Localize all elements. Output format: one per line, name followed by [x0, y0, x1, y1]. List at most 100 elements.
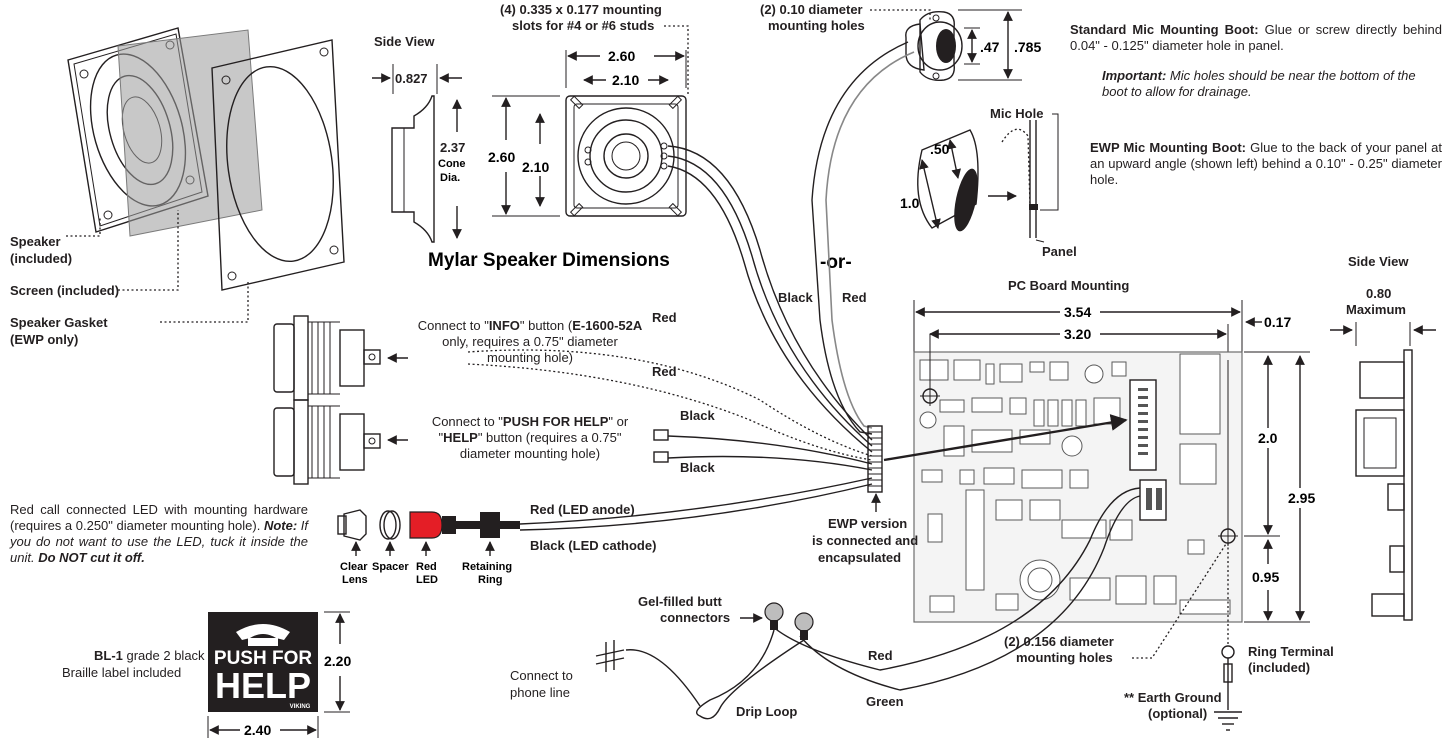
help-button-name-1: PUSH FOR HELP [502, 414, 609, 429]
gel-label-1: Gel-filled butt [638, 594, 722, 609]
pcb-holes-label-2: mounting holes [1016, 650, 1113, 665]
pcb-title: PC Board Mounting [1008, 278, 1129, 293]
led-note-caps: Do NOT cut it off. [38, 550, 145, 565]
dim-210-left: 2.10 [522, 159, 549, 175]
important-note: Important: Mic holes should be near the … [1102, 68, 1422, 100]
screen-label: Screen (included) [10, 283, 119, 298]
ring-label: Ring [478, 574, 502, 586]
ring-terminal-label-2: (included) [1248, 660, 1310, 675]
max-080: 0.80 [1366, 286, 1391, 301]
info-button-drawing [273, 315, 408, 401]
help-wire-black-1: Black [680, 408, 715, 423]
drip-loop-label: Drip Loop [736, 704, 797, 719]
speaker-front-view: (4) 0.335 x 0.177 mounting slots for #4 … [428, 2, 689, 271]
ewp-boot-title: EWP Mic Mounting Boot: [1090, 140, 1246, 155]
bl1-model: BL-1 [94, 648, 123, 663]
ewp-label-3: encapsulated [818, 550, 901, 565]
dim-354: 3.54 [1064, 304, 1091, 320]
ewp-boot-text: Glue to the back of your panel at an upw… [1090, 140, 1442, 187]
info-mid: " button ( [519, 318, 573, 333]
dim-295: 2.95 [1288, 490, 1315, 506]
dim-017: 0.17 [1264, 314, 1291, 330]
panel-label: Panel [1042, 244, 1077, 259]
speaker-side-view-title: Side View [374, 34, 435, 49]
label-brand-text: VIKING [290, 704, 311, 710]
dim-210-top: 2.10 [612, 72, 639, 88]
phone-wire-green: Green [866, 694, 904, 709]
help-post: " button (requires a 0.75" diameter moun… [459, 430, 622, 461]
label-help-text: HELP [215, 665, 311, 706]
earth-ground-label-2: (optional) [1148, 706, 1207, 721]
bl1-rest: grade 2 black [123, 648, 205, 663]
speaker-screen-drawing [117, 29, 263, 237]
lens-label: Lens [342, 574, 368, 586]
help-mid: " or " [438, 414, 629, 445]
dim-10: 1.0 [900, 195, 920, 211]
led-note: Red call connected LED with mounting har… [10, 502, 308, 566]
dim-0827: 0.827 [395, 71, 428, 86]
ewp-boot-note: EWP Mic Mounting Boot: Glue to the back … [1090, 140, 1442, 188]
speaker-side-view: Side View 0.827 2.37 Cone Dia. [372, 34, 466, 243]
phone-label-2: phone line [510, 685, 570, 700]
dim-240: 2.40 [244, 722, 271, 738]
bl1-line-2: Braille label included [62, 665, 181, 680]
dia-label: Dia. [440, 172, 460, 184]
dim-095: 0.95 [1252, 569, 1279, 585]
wiring: Black Red Red Red Black Black Red (LED a… [467, 41, 1141, 709]
spacer-label: Spacer [372, 561, 409, 573]
led-assembly-drawing: Clear Lens Spacer Red LED Retaining Ring [337, 509, 520, 586]
std-boot-text: Glue or screw directly behind 0.04" - 0.… [1070, 22, 1442, 53]
speaker-gasket-drawing [211, 39, 345, 291]
info-model: E-1600-52A [572, 318, 643, 333]
led-note-text: If you do not want to use the LED, tuck … [10, 518, 308, 565]
gasket-label-1: Speaker Gasket [10, 315, 108, 330]
info-button-note: Connect to "INFO" button (E-1600-52A onl… [414, 318, 646, 366]
standard-mic-boot: (2) 0.10 diameter mounting holes .47 .78… [760, 2, 1041, 82]
help-pre: Connect to " [431, 414, 503, 429]
help-button-note: Connect to "PUSH FOR HELP" or "HELP" but… [414, 414, 646, 462]
pc-board-mounting: PC Board Mounting 3.54 3.20 0.17 [913, 278, 1334, 731]
ewp-mic-boot: .50 1.0 Mic Hole Panel [900, 106, 1077, 259]
important-title: Important: [1102, 68, 1167, 83]
earth-ground-label-1: ** Earth Ground [1124, 690, 1222, 705]
phone-wire-red: Red [868, 648, 893, 663]
std-boot-title: Standard Mic Mounting Boot: [1070, 22, 1259, 37]
help-button-drawing [273, 399, 669, 485]
mic-wire-black: Black [778, 290, 813, 305]
info-pre: Connect to " [417, 318, 489, 333]
bl1-line-1: BL-1 grade 2 black [94, 648, 205, 663]
maximum-label: Maximum [1346, 302, 1406, 317]
mic-wire-red: Red [842, 290, 867, 305]
led-note-title: Note: [263, 518, 298, 533]
help-button-name-2: HELP [443, 430, 478, 445]
phone-label-1: Connect to [510, 668, 573, 683]
gel-label-2: connectors [660, 610, 730, 625]
mic-holes-label-1: (2) 0.10 diameter [760, 2, 863, 17]
dim-220: 2.20 [324, 653, 351, 669]
speaker-label-1: Speaker [10, 234, 61, 249]
led-cathode-label: Black (LED cathode) [530, 538, 656, 553]
dim-260-left: 2.60 [488, 149, 515, 165]
led-text: Red call connected LED with mounting har… [10, 502, 308, 533]
cone-label: Cone [438, 158, 466, 170]
dim-785: .785 [1014, 39, 1041, 55]
info-button-name: INFO [488, 318, 520, 333]
mic-holes-label-2: mounting holes [768, 18, 865, 33]
speaker-label-2: (included) [10, 251, 72, 266]
help-wire-black-2: Black [680, 460, 715, 475]
std-boot-note: Standard Mic Mounting Boot: Glue or scre… [1070, 22, 1442, 54]
red-led-label-1: Red [416, 561, 437, 573]
info-wire-red-2: Red [652, 364, 677, 379]
label-push-text: PUSH FOR [214, 648, 312, 669]
pcb-side-view-title: Side View [1348, 254, 1409, 269]
clear-label: Clear [340, 561, 368, 573]
pcb-side-view: Side View 0.80 Maximum [1330, 254, 1436, 621]
red-led-label-2: LED [416, 574, 438, 586]
butt-connectors-drawing: Gel-filled butt connectors Connect to ph… [510, 594, 814, 720]
dim-20: 2.0 [1258, 430, 1278, 446]
braille-label-drawing: PUSH FOR HELP VIKING 2.20 2.40 BL-1 grad… [62, 611, 351, 738]
dim-320: 3.20 [1064, 326, 1091, 342]
or-label: -or- [820, 252, 852, 273]
dim-237: 2.37 [440, 140, 465, 155]
